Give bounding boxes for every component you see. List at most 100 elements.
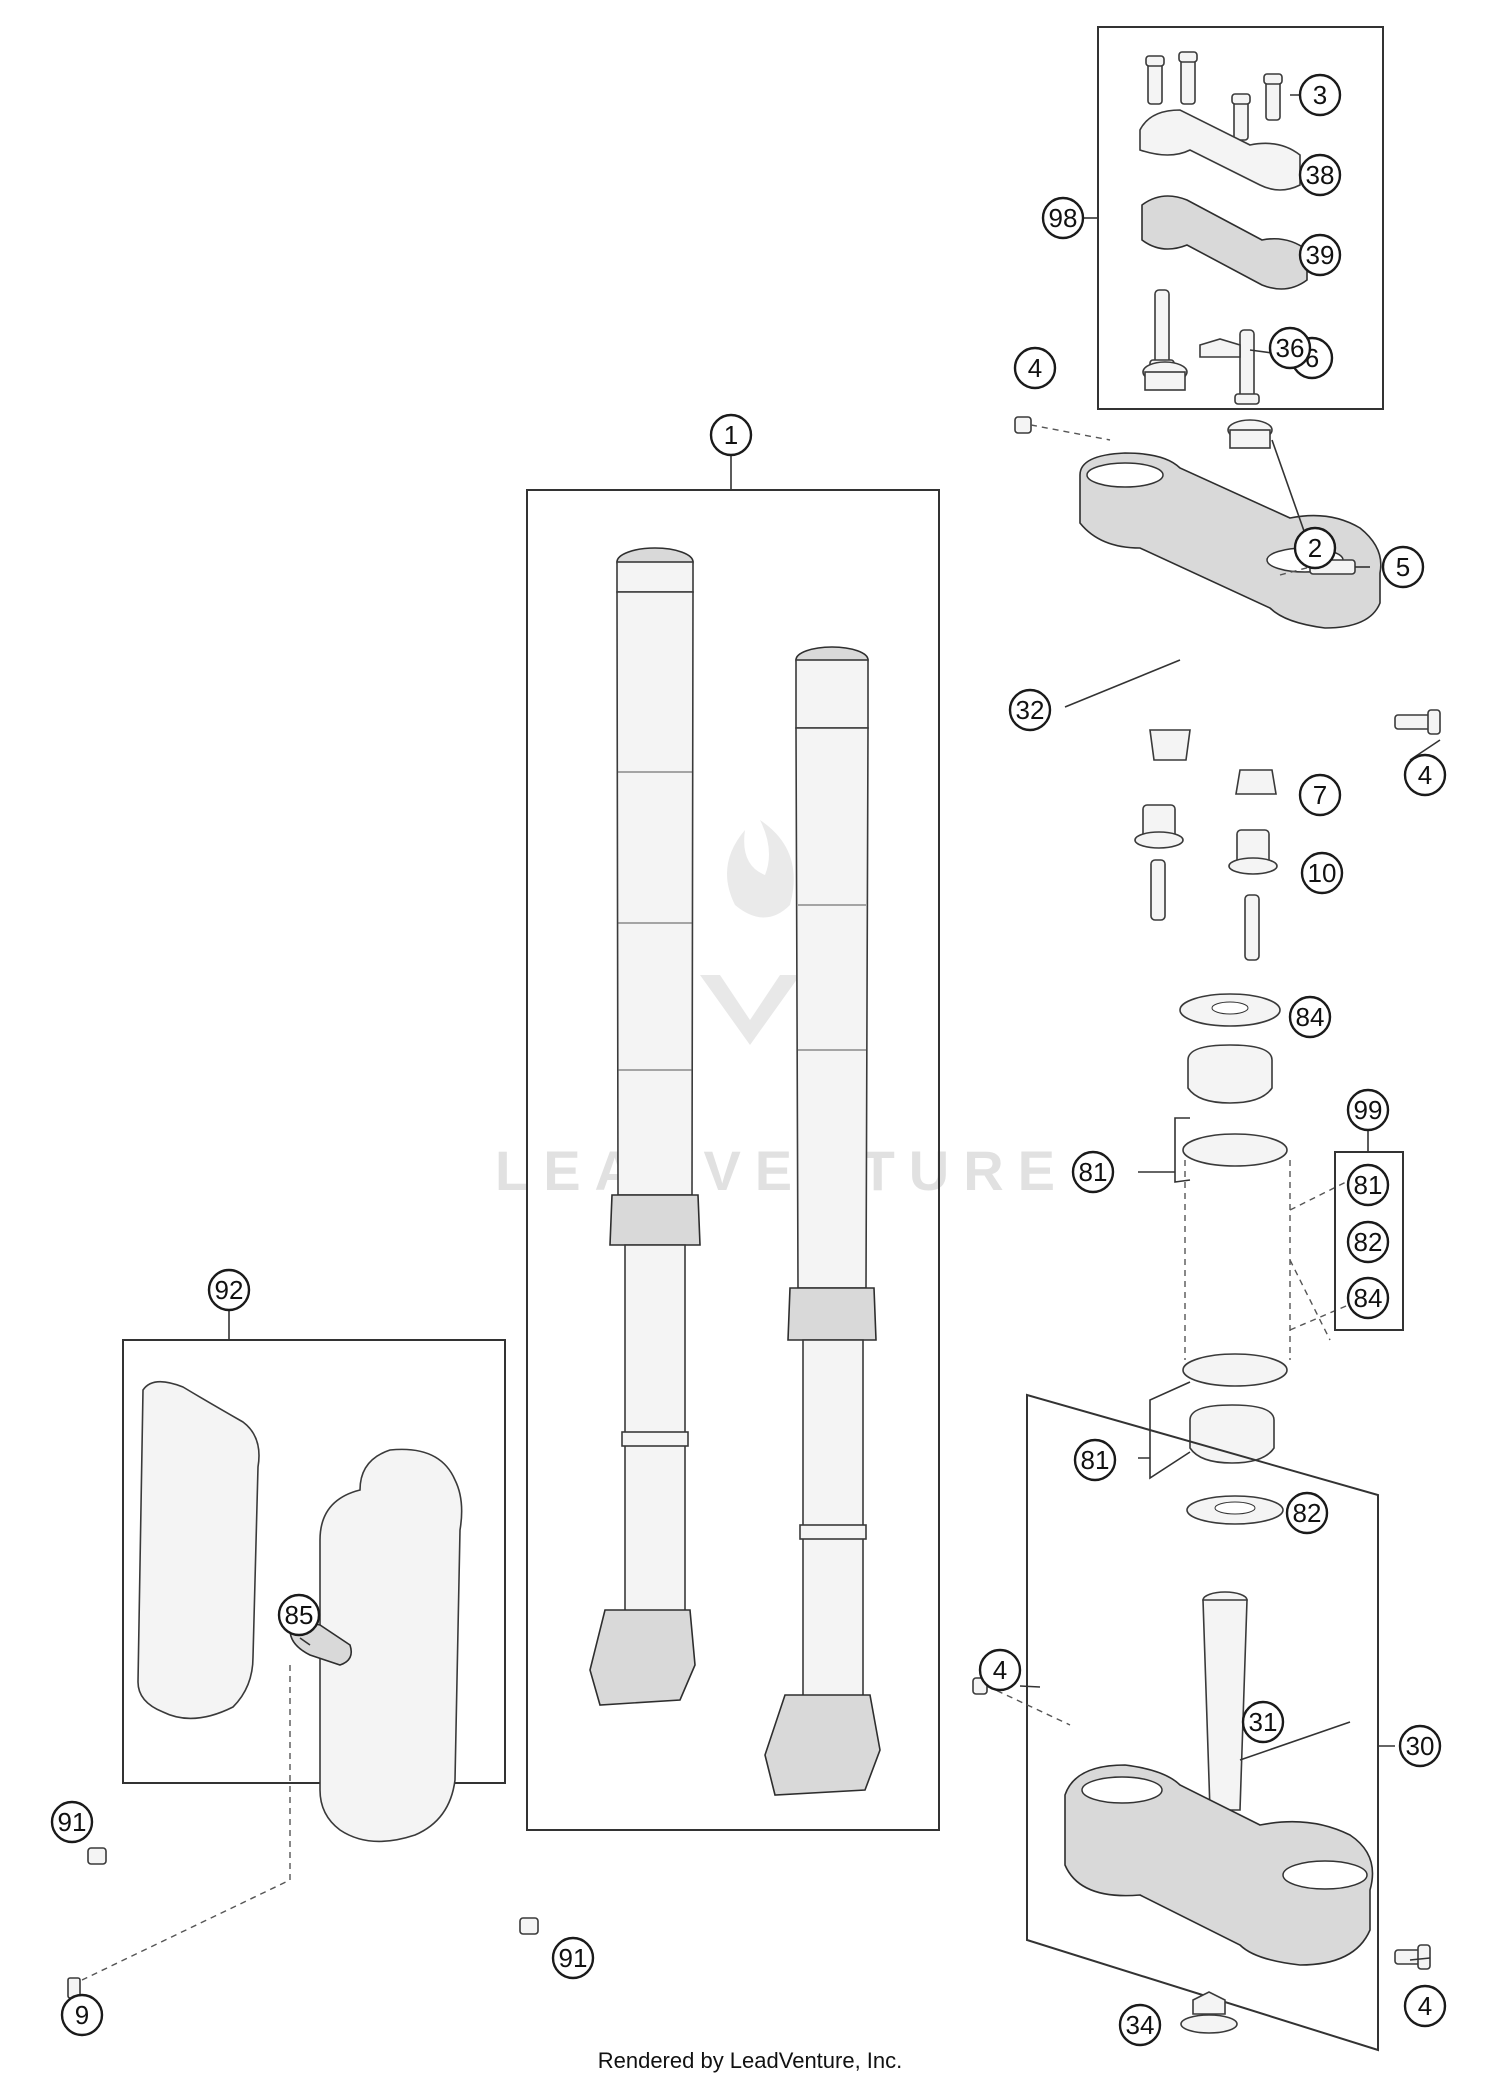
plug-91-left [87,1847,107,1865]
fork-assembly [526,455,940,1831]
svg-text:39: 39 [1306,240,1335,270]
fork-guard-left [137,1380,260,1720]
svg-text:4: 4 [993,1655,1007,1685]
clamp-bolt [1239,329,1255,401]
svg-text:99: 99 [1354,1095,1383,1125]
callout-82[interactable]: 82 [1285,1491,1329,1535]
callout-30[interactable]: 30 [1398,1724,1442,1768]
upper-triple-clamp [1079,452,1382,629]
lower-triple-clamp-group [972,1393,1431,2052]
kit-frame-92 [122,1339,506,1784]
callout-4-upper-right[interactable]: 4 [1403,753,1447,797]
svg-text:84: 84 [1296,1002,1325,1032]
svg-text:4: 4 [1418,760,1432,790]
callout-82-kit[interactable]: 82 [1346,1220,1390,1264]
callout-4-top[interactable]: 4 [1013,346,1057,390]
svg-text:91: 91 [58,1807,87,1837]
callout-7[interactable]: 7 [1298,773,1342,817]
lower-clamp [1141,195,1308,290]
callout-5[interactable]: 5 [1381,545,1425,589]
svg-text:82: 82 [1354,1227,1383,1257]
callout-34[interactable]: 34 [1118,2003,1162,2047]
svg-text:30: 30 [1406,1731,1435,1761]
top-clamp [1139,109,1301,191]
footer-credit: Rendered by LeadVenture, Inc. [598,2048,903,2073]
watermark-text: LEADVENTURE [495,1139,1069,1202]
svg-text:9: 9 [75,2000,89,2030]
svg-text:38: 38 [1306,160,1335,190]
callout-81-left-lower[interactable]: 81 [1073,1438,1117,1482]
callout-32[interactable]: 32 [1008,688,1052,732]
watermark: LEADVENTURE [495,820,1069,1202]
callout-10[interactable]: 10 [1300,851,1344,895]
callout-99[interactable]: 99 [1346,1088,1390,1132]
svg-text:91: 91 [559,1943,588,1973]
bearing-82 [1189,1404,1275,1464]
callout-84[interactable]: 84 [1288,995,1332,1039]
svg-text:84: 84 [1354,1283,1383,1313]
callout-81-kit[interactable]: 81 [1346,1163,1390,1207]
svg-text:81: 81 [1354,1170,1383,1200]
svg-text:10: 10 [1308,858,1337,888]
svg-text:4: 4 [1028,353,1042,383]
callout-92[interactable]: 92 [207,1268,251,1312]
race-81-upper [1182,1133,1288,1167]
callout-2[interactable]: 2 [1293,526,1337,570]
callout-85[interactable]: 85 [277,1593,321,1637]
callout-4-lower-left[interactable]: 4 [978,1648,1022,1692]
steering-stem-31 [1202,1599,1248,1811]
race-81-lower [1182,1353,1288,1387]
callout-38[interactable]: 38 [1298,153,1342,197]
svg-text:34: 34 [1126,2010,1155,2040]
plug-91-right [519,1917,539,1935]
svg-text:98: 98 [1049,203,1078,233]
callout-3[interactable]: 3 [1298,73,1342,117]
svg-text:85: 85 [285,1600,314,1630]
callouts: 1 2 3 4 4 4 4 5 6 7 9 10 30 31 32 34 36 … [50,73,1447,2047]
svg-text:7: 7 [1313,780,1327,810]
fork-guard-kit [67,1310,539,1999]
callout-9[interactable]: 9 [60,1993,104,2037]
svg-text:82: 82 [1293,1498,1322,1528]
svg-text:36: 36 [1276,333,1305,363]
bearing-kit-99 [1334,1130,1404,1331]
callout-81-left-upper[interactable]: 81 [1071,1150,1115,1194]
kit-frame-30 [1026,1393,1379,2052]
svg-text:3: 3 [1313,80,1327,110]
nut-34 [1192,1991,1226,2015]
bearing-81-upper [1187,1044,1273,1104]
callout-4-lower-right[interactable]: 4 [1403,1984,1447,2028]
callout-1[interactable]: 1 [709,413,753,457]
svg-text:2: 2 [1308,533,1322,563]
fork-leg-right [764,646,881,1796]
fork-guard-right [319,1448,463,1843]
callout-31[interactable]: 31 [1241,1700,1285,1744]
bushings-group [1134,729,1278,961]
handlebar-clamp-kit [1083,26,1384,410]
bolt-group-3 [1145,51,1283,141]
svg-text:81: 81 [1081,1445,1110,1475]
svg-text:5: 5 [1396,552,1410,582]
clamp-bolt [1154,289,1170,366]
callout-91-right[interactable]: 91 [551,1936,595,1980]
kit-frame-99 [1334,1151,1404,1331]
callout-98[interactable]: 98 [1041,196,1085,240]
leader-lines [299,94,1441,1961]
steering-bearings [1138,993,1361,1525]
svg-text:32: 32 [1016,695,1045,725]
lower-triple-clamp [1064,1764,1374,1966]
svg-text:92: 92 [215,1275,244,1305]
svg-text:31: 31 [1249,1707,1278,1737]
callout-36[interactable]: 36 [1268,326,1312,370]
callout-39[interactable]: 39 [1298,233,1342,277]
upper-triple-clamp-group [1014,338,1441,735]
callout-84-kit[interactable]: 84 [1346,1276,1390,1320]
fork-leg-left [589,547,701,1706]
svg-text:4: 4 [1418,1991,1432,2021]
clamp-bolt-head [1234,393,1260,405]
kit-frame-1 [526,489,940,1831]
svg-text:81: 81 [1079,1157,1108,1187]
svg-text:1: 1 [724,420,738,450]
callout-91-left[interactable]: 91 [50,1800,94,1844]
